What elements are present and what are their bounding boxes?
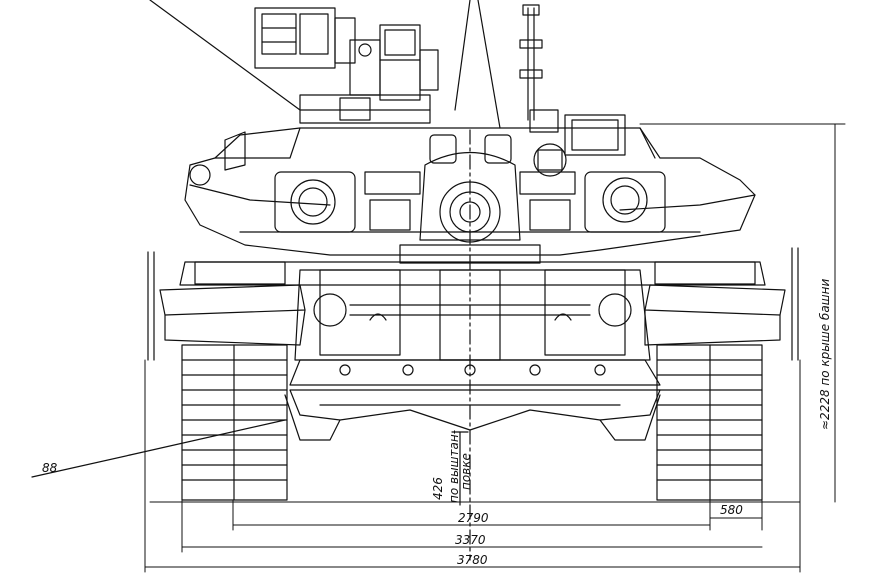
callout-label: 88 xyxy=(42,461,58,475)
fenders xyxy=(147,247,799,361)
callout-88-leader xyxy=(31,419,286,478)
left-track xyxy=(181,344,288,501)
right-track xyxy=(656,344,763,501)
ground-clearance-dimension xyxy=(451,431,469,506)
overall-width-label: 3780 xyxy=(457,553,488,567)
turret-body xyxy=(184,127,756,256)
leader-lines xyxy=(149,0,501,129)
lower-hull xyxy=(284,359,661,441)
ground-clearance-value: 426 xyxy=(431,477,445,500)
ground-clearance-note-line1: по выштан- xyxy=(447,430,461,503)
dimension-lines xyxy=(144,359,801,573)
turret-roof-height-label: ≈2228 по крыше башни xyxy=(818,278,832,430)
ground-clearance-note-line2: повке xyxy=(459,453,473,490)
track-gauge-label: 2790 xyxy=(458,511,489,525)
turret-top-equipment xyxy=(254,4,626,177)
track-width-label: 580 xyxy=(720,503,743,517)
hull-width-label: 3370 xyxy=(455,533,486,547)
hull-upper xyxy=(179,244,766,361)
height-dimension xyxy=(639,123,846,503)
